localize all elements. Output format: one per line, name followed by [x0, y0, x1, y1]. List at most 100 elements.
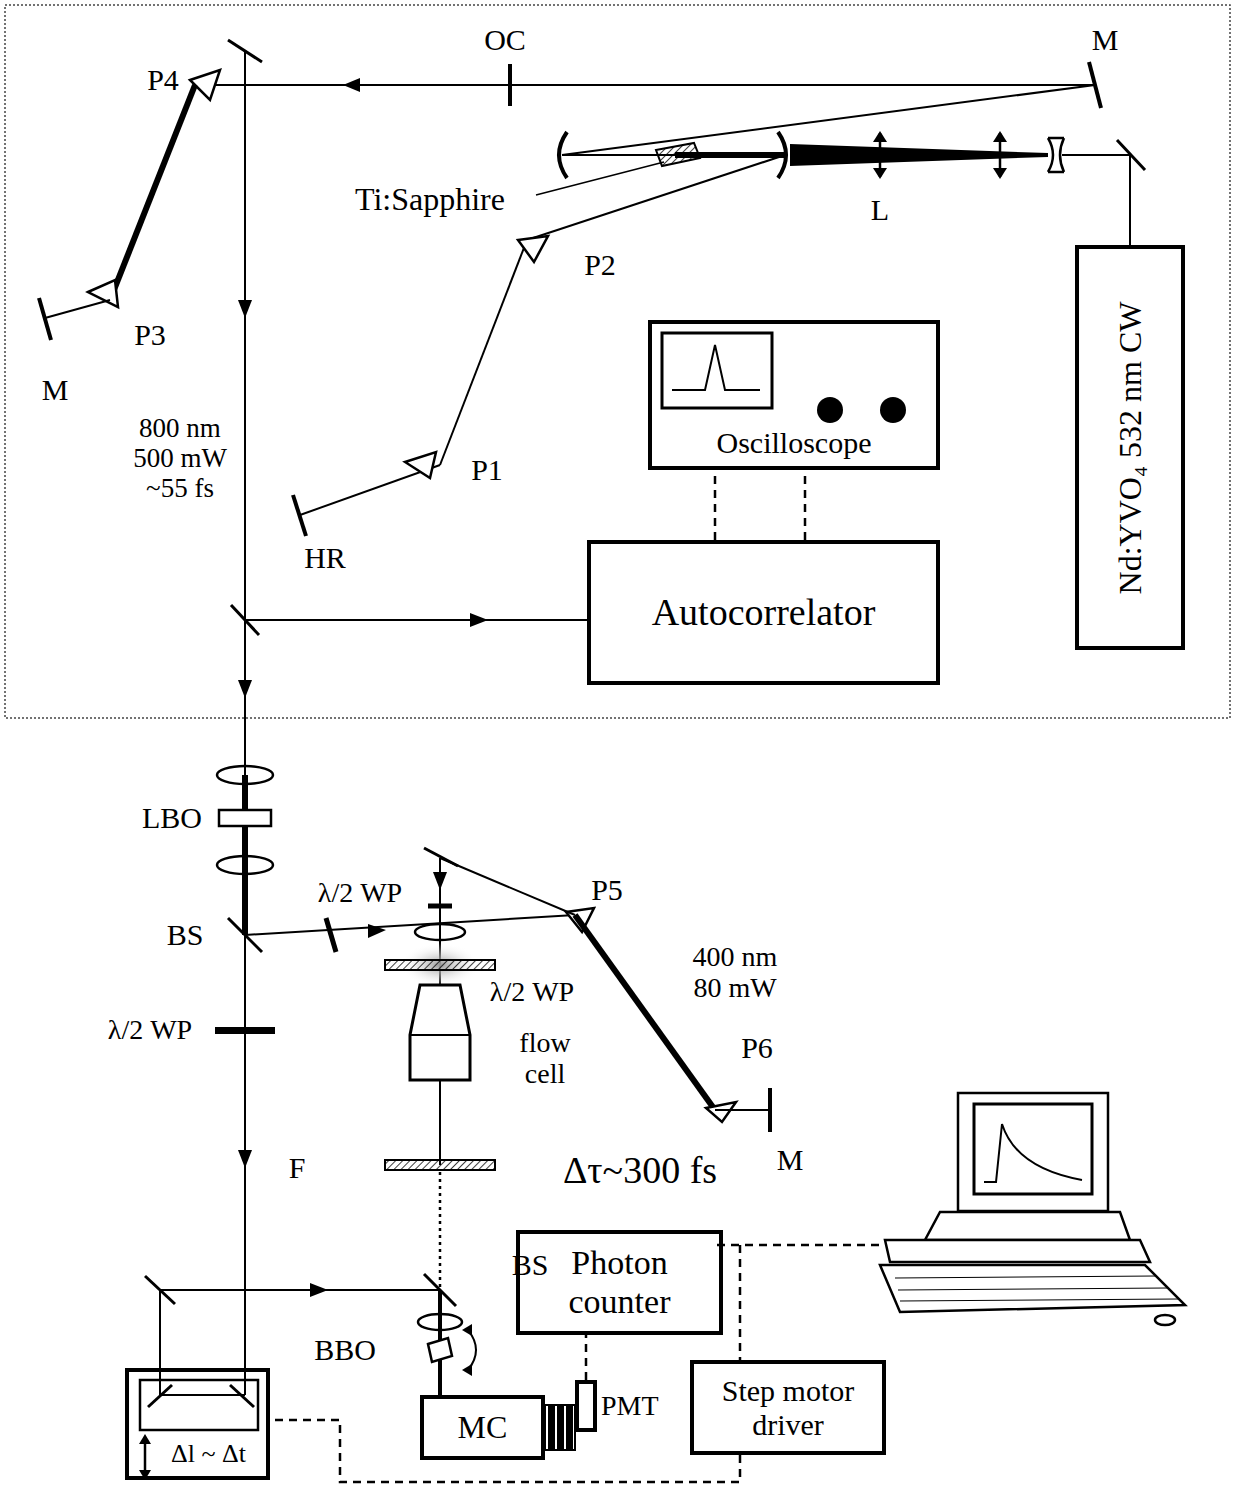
delay-stage	[230, 1385, 254, 1407]
part-label: Ti:Sapphire	[355, 182, 505, 218]
blue-beam	[462, 1324, 472, 1336]
pmt-box: PMT	[575, 1380, 597, 1432]
beam-path	[245, 619, 587, 621]
laser-cavity	[343, 78, 360, 92]
pump-beam	[993, 168, 1007, 179]
beam-path	[242, 775, 248, 935]
part-label: 400 nm 80 mW	[680, 941, 790, 1004]
beam-path	[145, 51, 587, 1395]
part-label: Δτ~300 fs	[563, 1149, 717, 1192]
node-label: Oscilloscope	[717, 426, 872, 460]
instrument-box: Step motor driver	[690, 1360, 886, 1455]
signal-cable	[805, 470, 806, 540]
pump-beam	[1062, 154, 1130, 156]
laser-cavity	[536, 162, 664, 195]
oscilloscope-screen	[662, 333, 772, 408]
blue-beam	[418, 1314, 462, 1330]
pmt-window	[545, 1405, 575, 1450]
laser-cavity	[440, 240, 527, 465]
laser-cavity	[562, 85, 1095, 155]
pmt-window	[558, 1405, 563, 1450]
computer	[880, 1265, 1185, 1312]
blue-beam	[385, 1160, 495, 1170]
delay-stage: Δl ~ Δt	[125, 1368, 270, 1480]
signal-cable	[715, 470, 716, 540]
signal-cable	[804, 470, 807, 540]
signal-cable	[586, 1335, 587, 1380]
beam-path	[245, 915, 575, 935]
part-label: P4	[147, 63, 179, 97]
blue-beam	[433, 872, 447, 890]
pump-beam	[873, 131, 887, 142]
computer	[900, 1299, 1178, 1301]
blue-beam	[706, 1102, 736, 1122]
part-label: LBO	[142, 801, 202, 835]
laser-cavity	[518, 236, 548, 262]
computer	[958, 1093, 1108, 1211]
beam-path	[310, 1283, 328, 1297]
blue-beam	[715, 1109, 770, 1111]
beam-path	[326, 918, 336, 952]
node-label: Step motor driver	[694, 1374, 882, 1441]
part-label: M	[42, 373, 69, 407]
blue-beam	[385, 960, 495, 970]
beam-path	[215, 1027, 275, 1034]
instrument-box: Oscilloscope	[648, 320, 940, 470]
node-label: Δl ~ Δt	[171, 1439, 246, 1468]
instrument-box: Autocorrelator	[587, 540, 940, 685]
oscilloscope-screen	[880, 397, 906, 423]
node-label: PMT	[601, 1390, 659, 1421]
pump-beam	[1117, 140, 1145, 170]
pump-beam	[790, 131, 1145, 245]
node-label: Autocorrelator	[652, 591, 876, 634]
pump-beam	[1048, 138, 1064, 172]
blue-beam	[440, 858, 575, 915]
part-label: λ/2 WP	[108, 1014, 192, 1045]
beam-path	[160, 1394, 245, 1396]
part-label: P3	[134, 318, 166, 352]
oscilloscope-screen	[662, 333, 906, 423]
blue-beam	[439, 1172, 442, 1288]
part-label: HR	[304, 541, 346, 575]
beam-path	[470, 613, 488, 627]
computer	[898, 1288, 1167, 1290]
laser-cavity	[405, 452, 436, 478]
computer	[895, 1276, 1155, 1278]
part-label: BS	[512, 1248, 549, 1282]
pump-beam	[993, 131, 1007, 142]
pump-beam	[1129, 155, 1131, 245]
beam-path	[219, 810, 271, 826]
part-label: P6	[741, 1031, 773, 1065]
node-label: Nd:YVO₄ 532 nm CW	[1112, 301, 1148, 594]
beam-path	[368, 924, 386, 938]
laser-cavity	[110, 85, 195, 300]
laser-cavity	[300, 465, 440, 515]
delay-stage	[139, 1380, 258, 1480]
computer	[880, 1093, 1185, 1325]
part-label: 800 nm 500 mW ~55 fs	[120, 413, 240, 504]
beam-path	[244, 51, 246, 775]
data-cable	[739, 1245, 742, 1360]
part-label: M	[1092, 23, 1119, 57]
laser-cavity	[293, 495, 306, 536]
blue-beam	[410, 985, 470, 1080]
pmt-window	[545, 1405, 575, 1450]
pmt-window	[549, 1405, 554, 1450]
data-cable	[717, 1245, 883, 1360]
oscilloscope-screen	[672, 345, 760, 390]
laser-enclosure	[5, 5, 1230, 718]
blue-beam	[428, 904, 452, 909]
instrument-box: Photon counter	[516, 1230, 723, 1335]
laser-cavity	[39, 298, 51, 340]
laser-cavity	[508, 64, 512, 106]
part-label: BS	[167, 918, 204, 952]
oscilloscope-screen	[817, 397, 843, 423]
computer	[925, 1212, 1130, 1240]
part-label: P2	[584, 248, 616, 282]
beam-path	[238, 300, 252, 318]
delay-stage	[148, 1385, 172, 1407]
part-label: λ/2 WP	[490, 976, 574, 1007]
signal-cable	[714, 470, 717, 540]
